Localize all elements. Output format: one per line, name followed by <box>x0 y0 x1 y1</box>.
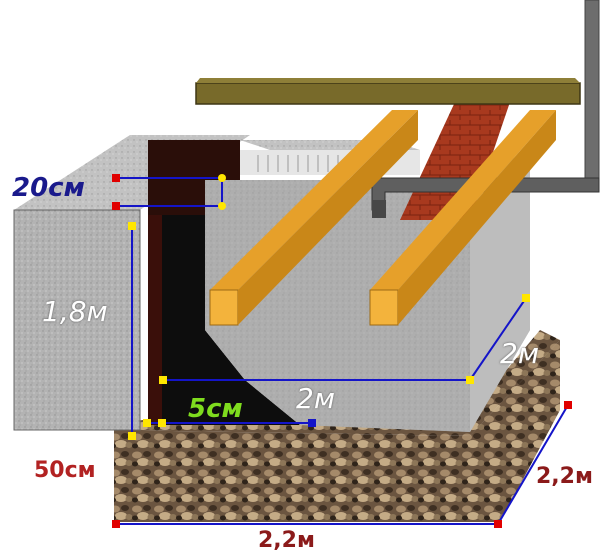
dimension-markers <box>112 174 572 528</box>
label-gravel-thickness: 50см <box>34 458 96 483</box>
label-pit-length-side: 2м <box>500 337 539 370</box>
vent-pipe <box>371 0 600 218</box>
label-base-front: 2,2м <box>258 528 315 553</box>
joist-right <box>369 110 556 326</box>
joist-left <box>209 110 418 326</box>
label-pit-width-front: 2м <box>296 382 335 415</box>
label-floor-thickness: 5см <box>188 394 243 424</box>
label-wall-thickness: 20см <box>12 173 85 203</box>
label-base-side: 2,2м <box>536 464 593 489</box>
top-beam <box>195 78 581 105</box>
dimension-lines <box>116 177 569 525</box>
label-pit-depth: 1,8м <box>42 295 108 328</box>
